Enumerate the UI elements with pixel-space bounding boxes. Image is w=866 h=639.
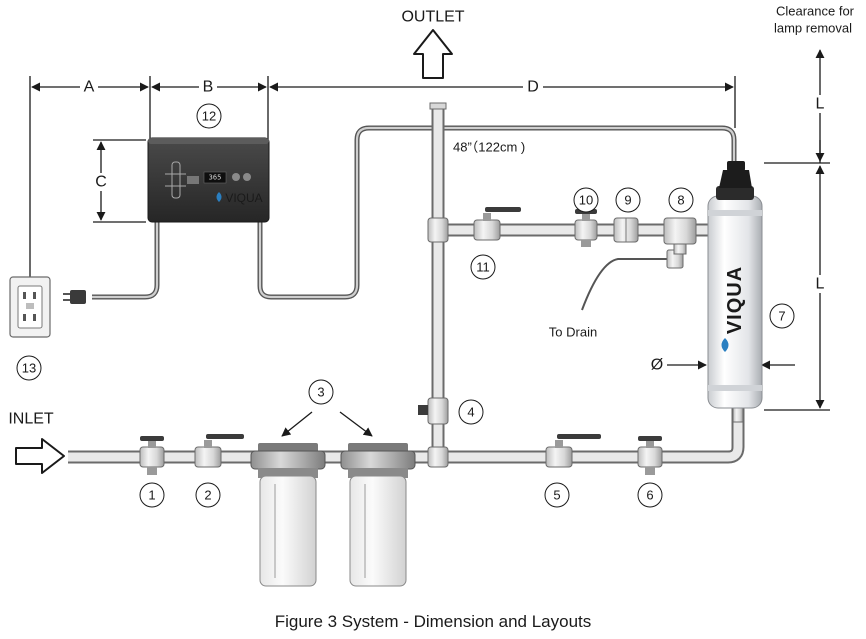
carbon-filter-housing	[340, 443, 416, 587]
svg-text:4: 4	[467, 405, 474, 420]
dimension-l-top-label: L	[816, 96, 825, 113]
to-drain-label: To Drain	[549, 325, 597, 340]
controller-brand-drop-icon	[216, 192, 222, 202]
callout-2: 2	[195, 482, 221, 508]
uv-chamber: VIQUA	[707, 195, 763, 423]
valve-10	[574, 209, 598, 247]
svg-text:3: 3	[317, 385, 324, 400]
callout-3: 3	[308, 379, 334, 405]
pipe-length-label: 48”（122cm )	[453, 140, 525, 155]
callout-8: 8	[668, 187, 694, 213]
svg-text:11: 11	[476, 260, 490, 275]
svg-text:9: 9	[624, 193, 631, 208]
svg-text:2: 2	[204, 488, 211, 503]
dimension-a-label: A	[84, 79, 95, 96]
valve-6	[637, 436, 663, 475]
callout-13: 13	[16, 355, 42, 381]
uv-controller: 365 VIQUA	[147, 137, 270, 223]
clearance-label-line-2: lamp removal	[774, 21, 852, 36]
controller-display	[203, 171, 227, 184]
wall-outlet	[9, 276, 51, 338]
controller-display-reading: 365	[209, 174, 222, 182]
power-plug-icon	[63, 290, 86, 304]
svg-text:12: 12	[202, 109, 216, 124]
uv-brand-text: VIQUA	[724, 266, 746, 334]
svg-text:6: 6	[646, 488, 653, 503]
dimension-c-label: C	[95, 174, 107, 191]
valve-5	[545, 434, 601, 468]
power-cords	[92, 125, 737, 300]
inlet-label: INLET	[8, 411, 54, 428]
valve-1	[139, 436, 165, 475]
callout-11: 11	[470, 254, 496, 280]
callout-6: 6	[637, 482, 663, 508]
valve-11	[473, 207, 521, 241]
outlet-label: OUTLET	[401, 9, 464, 26]
svg-text:1: 1	[148, 488, 155, 503]
dimension-labels: A B D C L L	[80, 78, 829, 293]
svg-text:10: 10	[579, 193, 593, 208]
uv-brand-drop-icon	[721, 338, 729, 352]
valve-2	[194, 434, 244, 468]
callout-5: 5	[544, 482, 570, 508]
controller-lamp-icon	[171, 161, 181, 199]
callout-10: 10	[573, 187, 599, 213]
dimension-l-bottom-label: L	[816, 276, 825, 293]
controller-brand-text: VIQUA	[225, 191, 262, 205]
valve-4	[418, 397, 449, 425]
dimension-b-label: B	[203, 79, 214, 96]
callout-12: 12	[196, 103, 222, 129]
diameter-symbol: Ø	[651, 357, 663, 374]
svg-text:8: 8	[677, 193, 684, 208]
svg-text:13: 13	[22, 361, 36, 376]
inlet-arrow-icon	[15, 438, 65, 474]
callout-1: 1	[139, 482, 165, 508]
svg-text:5: 5	[553, 488, 560, 503]
callout-4: 4	[458, 399, 484, 425]
filter-pointer-arrows	[281, 411, 373, 437]
drain-hose	[581, 258, 672, 311]
clearance-label-line-1: Clearance for	[776, 4, 855, 19]
flow-restrictor-8	[663, 217, 697, 255]
dimension-d-label: D	[527, 79, 539, 96]
callout-7: 7	[769, 303, 795, 329]
figure-caption: Figure 3 System - Dimension and Layouts	[274, 612, 592, 631]
controller-button-right[interactable]	[243, 173, 251, 181]
tee-fittings	[427, 102, 449, 468]
sediment-filter-housing	[250, 443, 326, 587]
callout-9: 9	[615, 187, 641, 213]
uv-lamp-connector	[716, 161, 754, 200]
outlet-arrow-icon	[413, 29, 453, 79]
controller-button-left[interactable]	[232, 173, 240, 181]
union-fitting-9	[613, 217, 639, 243]
svg-text:7: 7	[778, 309, 785, 324]
